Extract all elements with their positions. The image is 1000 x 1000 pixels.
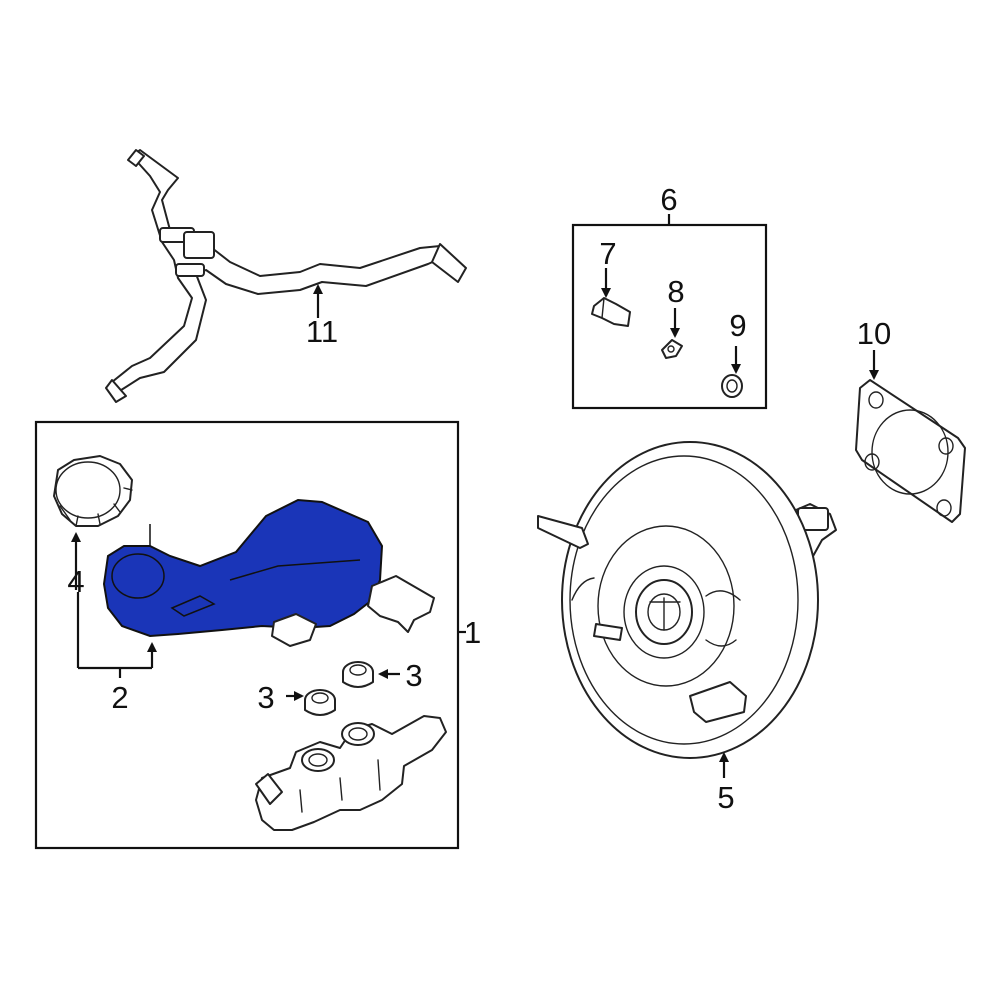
callout-4: 4 — [67, 564, 84, 599]
booster-stud[interactable] — [591, 297, 631, 327]
reservoir-mount-tabs — [271, 575, 435, 647]
reservoir-grommet-1[interactable] — [304, 689, 336, 716]
callout-2: 2 — [111, 680, 128, 715]
reservoir-grommet-2[interactable] — [342, 661, 374, 688]
callout-5: 5 — [717, 780, 734, 815]
callout-6: 6 — [660, 182, 677, 217]
vacuum-hose[interactable] — [105, 149, 467, 403]
clip[interactable] — [661, 339, 683, 359]
callout-3a: 3 — [257, 680, 274, 715]
callout-3b: 3 — [405, 658, 422, 693]
callout-11: 11 — [306, 314, 338, 349]
master-cylinder-group-box — [34, 420, 460, 850]
brake-fluid-reservoir[interactable] — [102, 498, 384, 638]
callout-7: 7 — [599, 236, 616, 271]
booster-gasket[interactable] — [855, 379, 966, 523]
callout-1: 1 — [464, 615, 481, 650]
callout-9: 9 — [729, 308, 746, 343]
callout-10: 10 — [857, 316, 891, 351]
master-cylinder[interactable] — [255, 715, 447, 831]
seal-washer[interactable] — [721, 374, 743, 398]
brake-booster[interactable] — [537, 441, 837, 759]
reservoir-cap[interactable] — [53, 455, 133, 527]
callout-8: 8 — [667, 274, 684, 309]
